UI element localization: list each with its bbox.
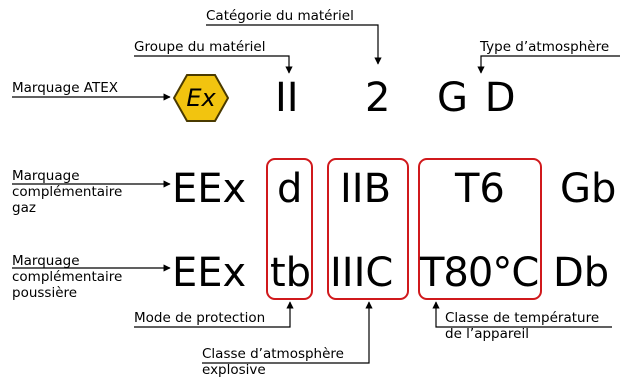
label-categorie: Catégorie du matériel [206,8,354,24]
label-poussiere-line1: Marquage [12,253,80,269]
label-marquage-atex: Marquage ATEX [12,80,119,96]
label-classe-temp-line1: Classe de température [445,310,600,326]
atex-atmosphere: G D [437,75,516,121]
label-poussiere-line2: complémentaire [12,269,123,285]
poussiere-epl: Db [553,250,610,296]
atex-group: II [275,75,299,121]
label-classe-atm-line2: explosive [202,362,266,378]
label-type-atmosphere: Type d’atmosphère [480,39,610,55]
categorie-connector [206,24,382,65]
temp-frame [418,158,542,300]
classe-frame [327,158,409,300]
label-classe-atm-line1: Classe d’atmosphère [202,346,344,362]
gaz-mode: d [277,166,303,212]
label-gaz-line2: complémentaire [12,184,123,200]
type-atm-connector [477,55,620,74]
mode-connector [134,301,294,328]
label-mode-protection: Mode de protection [134,310,266,326]
poussiere-temp: T80°C [420,250,539,296]
label-groupe: Groupe du matériel [134,39,266,55]
poussiere-prefix: EEx [172,250,247,296]
gaz-prefix: EEx [172,166,247,212]
groupe-connector [134,55,293,74]
poussiere-mode: tb [270,250,312,296]
atex-logo-icon: Ex [173,74,229,122]
label-gaz-line3: gaz [12,200,36,216]
classe-temp-connector [432,301,612,328]
atex-logo-text: Ex [186,84,216,112]
poussiere-classe: IIIC [330,250,394,296]
label-poussiere-line3: poussière [12,285,78,301]
gaz-classe: IIB [340,166,392,212]
gaz-temp: T6 [455,166,505,212]
classe-atm-connector [202,301,373,364]
label-classe-temp-line2: de l’appareil [445,326,529,342]
mode-frame [266,158,313,300]
atex-category: 2 [365,75,391,121]
gaz-epl: Gb [560,166,617,212]
label-gaz-line1: Marquage [12,168,80,184]
